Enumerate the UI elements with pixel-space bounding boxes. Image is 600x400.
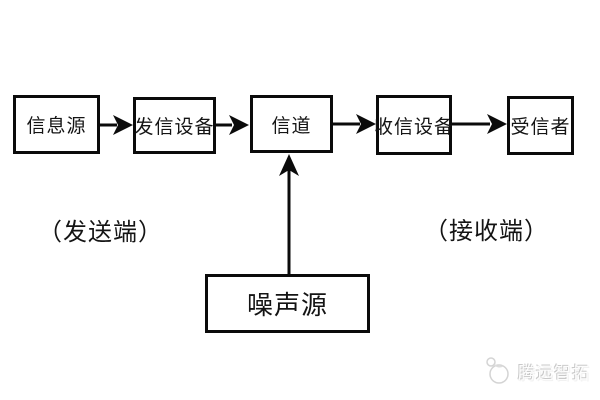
watermark: 腾远智拓 [483, 355, 590, 387]
arrow-transmit-to-channel [216, 115, 249, 135]
watermark-text: 腾远智拓 [518, 363, 590, 384]
watermark-logo-icon [486, 357, 509, 384]
node-receiving-device: 收信设备 [374, 95, 453, 155]
node-transmitting-device: 发信设备 [133, 97, 216, 154]
label-receiver-side: （接收端） [424, 217, 549, 245]
label-sender-side: （发送端） [38, 218, 163, 246]
arrow-info-to-transmit [100, 115, 133, 135]
arrow-receive-to-recipient [452, 114, 507, 134]
node-information-source: 信息源 [13, 95, 100, 154]
node-channel: 信道 [250, 95, 333, 153]
node-recipient: 受信者 [507, 96, 574, 155]
node-noise-source: 噪声源 [205, 274, 370, 333]
arrow-channel-to-receive [333, 114, 376, 134]
arrow-noise-to-channel [279, 154, 299, 274]
